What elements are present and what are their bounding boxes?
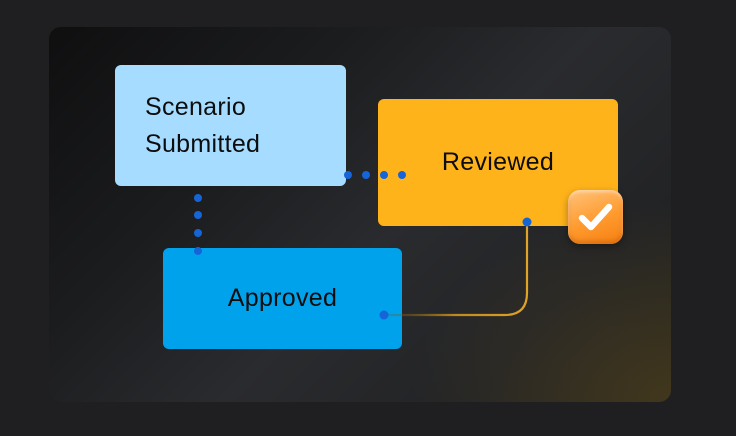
node-scenario-submitted-line1: Scenario xyxy=(145,93,247,121)
node-reviewed-label: Reviewed xyxy=(441,148,555,176)
node-scenario-submitted-line2: Submitted xyxy=(145,130,261,158)
node-approved: Approved xyxy=(163,248,402,349)
node-scenario-submitted: Scenario Submitted xyxy=(115,65,346,186)
check-badge xyxy=(568,190,623,244)
checkmark-icon xyxy=(578,203,613,231)
node-approved-label: Approved xyxy=(227,284,338,312)
